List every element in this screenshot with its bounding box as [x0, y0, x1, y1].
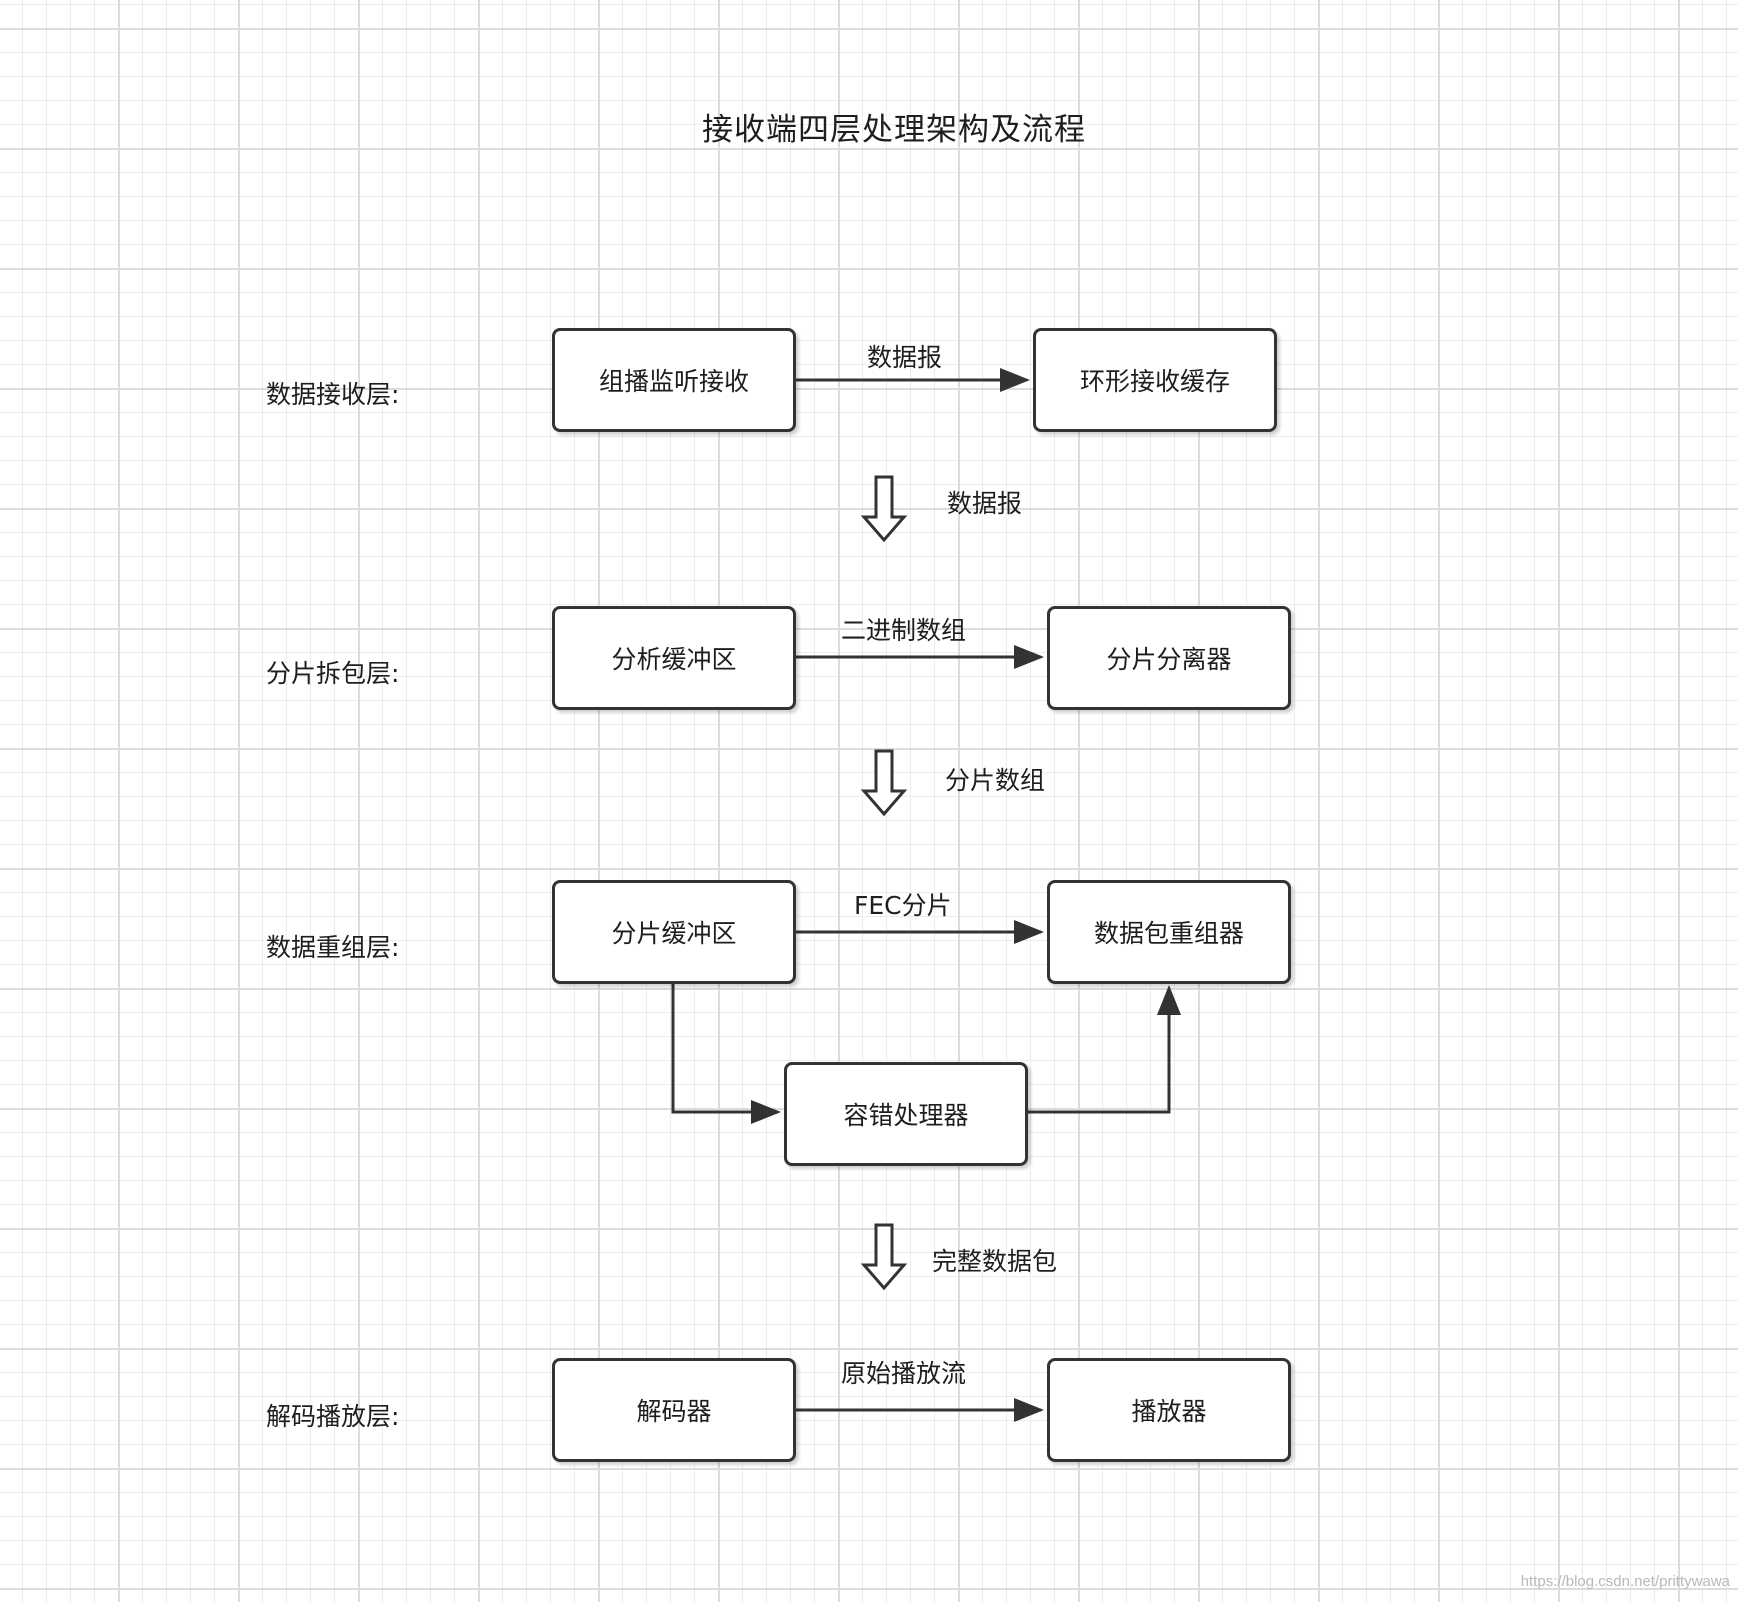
- down-arrow-icon-2: [860, 749, 908, 817]
- down-arrow-icon-1: [860, 475, 908, 543]
- node-ring-buffer: 环形接收缓存: [1033, 328, 1277, 432]
- flow-label-1: 数据报: [947, 489, 1023, 518]
- edge-label-row2: 二进制数组: [841, 616, 967, 645]
- diagram-title: 接收端四层处理架构及流程: [702, 112, 1086, 148]
- edge-fec-handler-to-reassembler: [1028, 985, 1181, 1114]
- node-parse-buffer: 分析缓冲区: [552, 606, 796, 710]
- down-arrow-icon-3: [860, 1223, 908, 1291]
- watermark: https://blog.csdn.net/prittywawa: [1520, 1573, 1730, 1590]
- node-packet-reassembler: 数据包重组器: [1047, 880, 1291, 984]
- layer-label-receive: 数据接收层:: [266, 380, 400, 409]
- node-player: 播放器: [1047, 1358, 1291, 1462]
- node-error-handler: 容错处理器: [784, 1062, 1028, 1166]
- layer-label-fragment: 分片拆包层:: [266, 659, 400, 688]
- node-fragment-buffer: 分片缓冲区: [552, 880, 796, 984]
- node-multicast-receiver: 组播监听接收: [552, 328, 796, 432]
- edge-label-row4: 原始播放流: [841, 1359, 967, 1388]
- edge-label-row1: 数据报: [867, 343, 943, 372]
- edge-label-row3: FEC分片: [854, 891, 952, 920]
- flow-label-3: 完整数据包: [932, 1247, 1058, 1276]
- flow-label-2: 分片数组: [945, 766, 1046, 795]
- layer-label-reassemble: 数据重组层:: [266, 933, 400, 962]
- edge-buffer-to-fec-handler: [671, 983, 781, 1124]
- layer-label-decode: 解码播放层:: [266, 1402, 400, 1431]
- node-fragment-separator: 分片分离器: [1047, 606, 1291, 710]
- node-decoder: 解码器: [552, 1358, 796, 1462]
